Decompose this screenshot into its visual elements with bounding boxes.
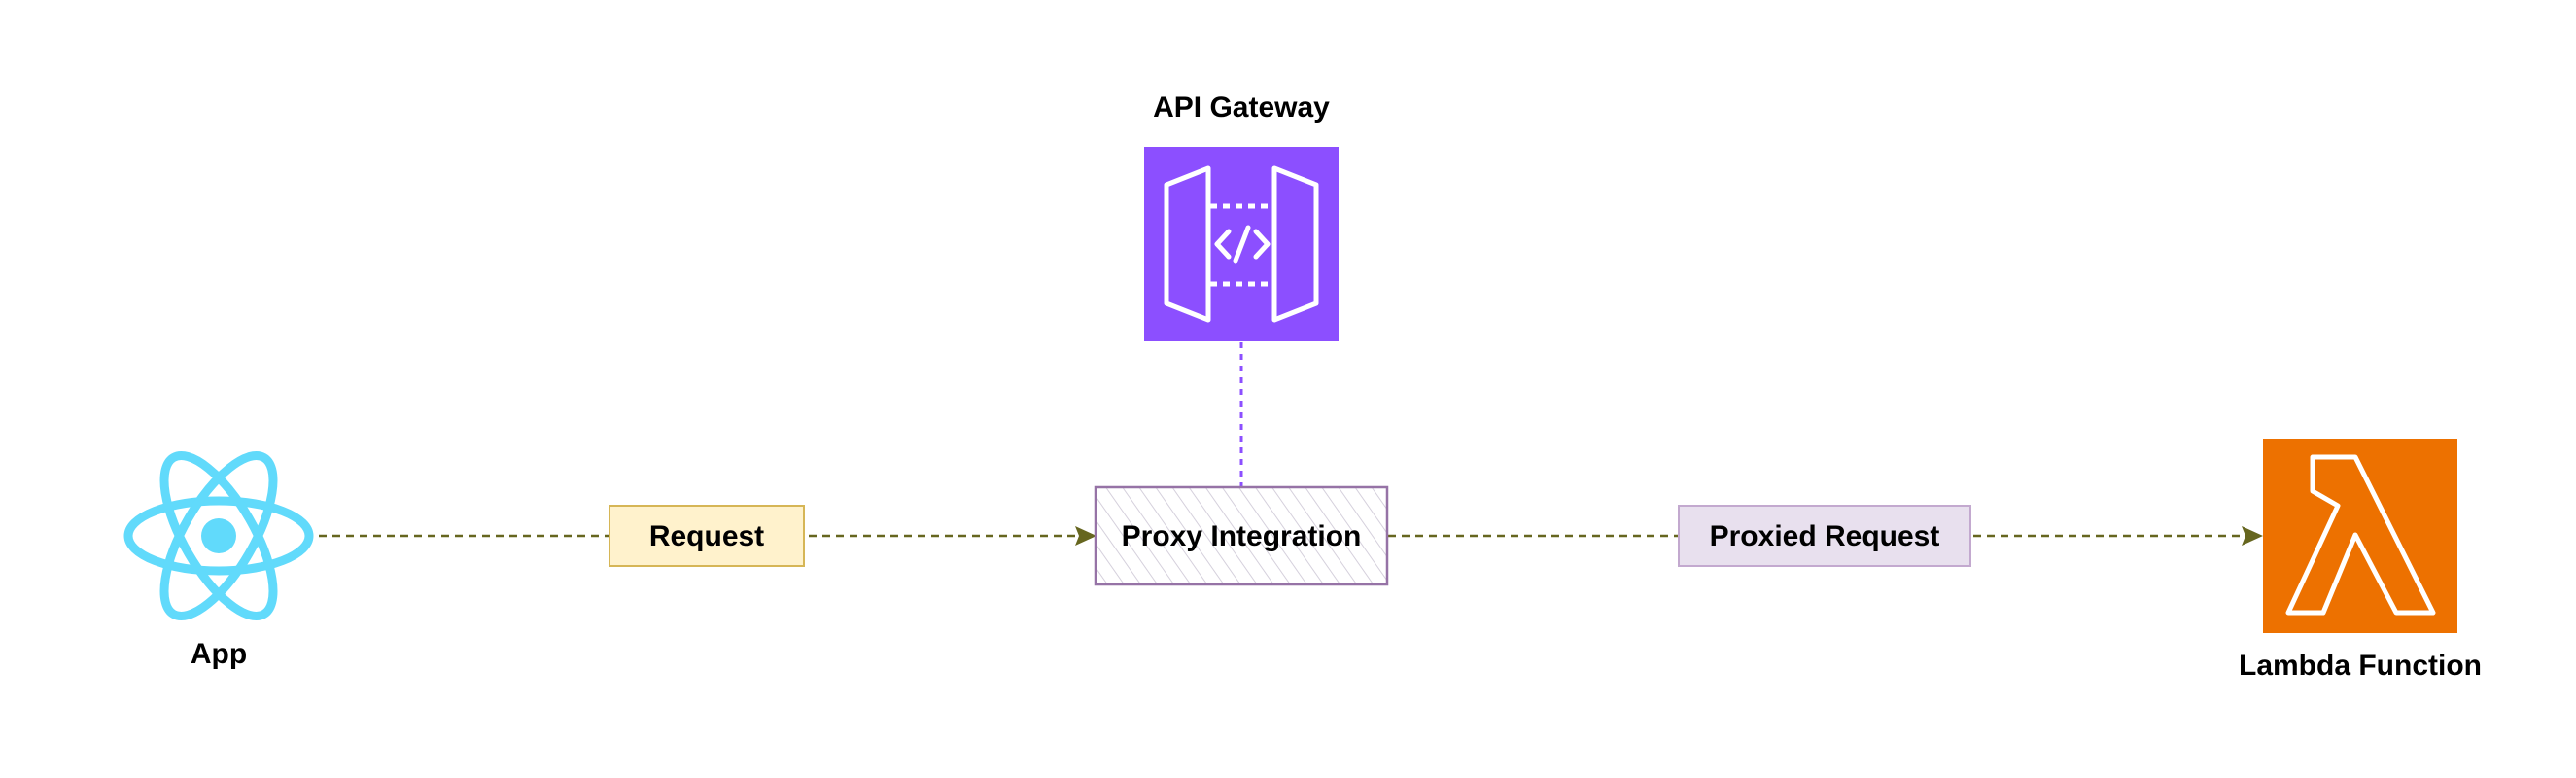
lambda-function-label: Lambda Function bbox=[2239, 650, 2482, 682]
react-icon bbox=[123, 450, 314, 621]
proxy-integration-node[interactable]: Proxy Integration bbox=[1094, 485, 1389, 586]
proxied-request-label-box: Proxied Request bbox=[1678, 505, 1971, 567]
app-label: App bbox=[191, 638, 247, 670]
arrowhead-icon bbox=[2242, 526, 2263, 546]
api-gateway-icon bbox=[1144, 147, 1339, 341]
lambda-icon bbox=[2263, 439, 2457, 633]
api-gateway-node[interactable]: API Gateway bbox=[1144, 91, 1339, 341]
request-label: Request bbox=[649, 520, 764, 552]
edge-app-to-proxy bbox=[319, 526, 1097, 546]
app-node[interactable]: App bbox=[123, 440, 314, 670]
arrowhead-icon bbox=[1075, 526, 1097, 546]
api-gateway-label: API Gateway bbox=[1153, 91, 1330, 124]
proxy-integration-label: Proxy Integration bbox=[1122, 520, 1362, 552]
lambda-function-node[interactable]: Lambda Function bbox=[2239, 439, 2482, 682]
request-label-box: Request bbox=[609, 505, 805, 567]
proxied-request-label: Proxied Request bbox=[1710, 520, 1940, 552]
